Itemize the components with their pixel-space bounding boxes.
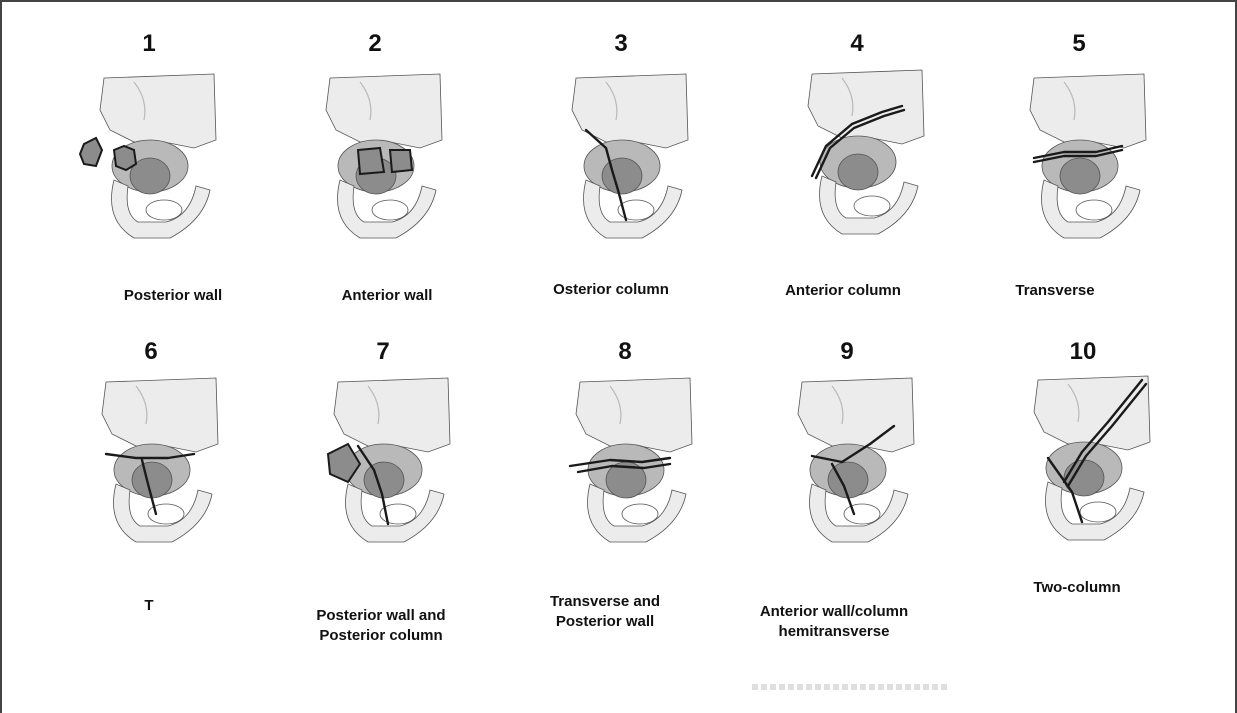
femoral-head bbox=[364, 462, 404, 498]
panel-number: 6 bbox=[76, 338, 226, 366]
label-line: Anterior column bbox=[768, 281, 918, 301]
acetabulum-fracture-illustration bbox=[546, 70, 696, 250]
acetabulum-fracture-illustration bbox=[1008, 372, 1158, 552]
iliac-wing bbox=[334, 378, 450, 452]
label-line: Posterior wall bbox=[530, 612, 680, 632]
femoral-head bbox=[602, 158, 642, 194]
panel-number: 3 bbox=[546, 30, 696, 58]
obturator-foramen bbox=[1080, 502, 1116, 522]
panel-label-6: T bbox=[74, 596, 224, 616]
iliac-wing bbox=[808, 70, 924, 144]
panel-number: 9 bbox=[772, 338, 922, 366]
acetabulum-fracture-illustration bbox=[782, 66, 932, 246]
panel-number: 1 bbox=[74, 30, 224, 58]
panel-number: 4 bbox=[782, 30, 932, 58]
panel-label-9: Anterior wall/column hemitransverse bbox=[744, 602, 924, 642]
panel-label-3: Osterior column bbox=[536, 280, 686, 300]
label-line: T bbox=[74, 596, 224, 616]
fracture-fragment bbox=[80, 138, 102, 166]
label-line: Posterior wall and bbox=[296, 606, 466, 626]
iliac-wing bbox=[576, 378, 692, 452]
panel-label-7: Posterior wall and Posterior column bbox=[296, 606, 466, 646]
panel-label-4: Anterior column bbox=[768, 281, 918, 301]
obturator-foramen bbox=[844, 504, 880, 524]
fracture-fragment bbox=[114, 146, 136, 170]
obturator-foramen bbox=[622, 504, 658, 524]
fracture-fragment bbox=[390, 150, 412, 172]
obturator-foramen bbox=[372, 200, 408, 220]
acetabulum-fracture-illustration bbox=[550, 374, 700, 554]
label-line: Anterior wall bbox=[312, 286, 462, 306]
faint-smudge bbox=[752, 684, 948, 690]
iliac-wing bbox=[100, 74, 216, 148]
panel-label-2: Anterior wall bbox=[312, 286, 462, 306]
panel-number: 8 bbox=[550, 338, 700, 366]
acetabulum-fracture-illustration bbox=[74, 70, 224, 250]
label-line: Two-column bbox=[1002, 578, 1152, 598]
label-line: hemitransverse bbox=[744, 622, 924, 642]
obturator-foramen bbox=[1076, 200, 1112, 220]
femoral-head bbox=[838, 154, 878, 190]
panel-label-8: Transverse and Posterior wall bbox=[530, 592, 680, 632]
panel-number: 10 bbox=[1008, 338, 1158, 366]
acetabulum-fracture-illustration bbox=[772, 374, 922, 554]
frame-top-border bbox=[0, 0, 1237, 2]
acetabulum-fracture-illustration bbox=[308, 374, 458, 554]
acetabulum-fracture-illustration bbox=[1004, 70, 1154, 250]
panel-number: 5 bbox=[1004, 30, 1154, 58]
acetabulum-fracture-illustration bbox=[76, 374, 226, 554]
acetabulum-fracture-illustration bbox=[300, 70, 450, 250]
iliac-wing bbox=[326, 74, 442, 148]
iliac-wing bbox=[102, 378, 218, 452]
label-line: Transverse bbox=[980, 281, 1130, 301]
label-line: Osterior column bbox=[536, 280, 686, 300]
label-line: Transverse and bbox=[530, 592, 680, 612]
panel-label-10: Two-column bbox=[1002, 578, 1152, 598]
label-line: Posterior wall bbox=[98, 286, 248, 306]
panel-label-1: Posterior wall bbox=[98, 286, 248, 306]
femoral-head bbox=[1060, 158, 1100, 194]
panel-number: 7 bbox=[308, 338, 458, 366]
panel-label-5: Transverse bbox=[980, 281, 1130, 301]
label-line: Anterior wall/column bbox=[744, 602, 924, 622]
iliac-wing bbox=[798, 378, 914, 452]
panel-number: 2 bbox=[300, 30, 450, 58]
obturator-foramen bbox=[854, 196, 890, 216]
label-line: Posterior column bbox=[296, 626, 466, 646]
iliac-wing bbox=[572, 74, 688, 148]
iliac-wing bbox=[1030, 74, 1146, 148]
fracture-fragment bbox=[358, 148, 384, 174]
femoral-head bbox=[132, 462, 172, 498]
obturator-foramen bbox=[146, 200, 182, 220]
frame-left-border bbox=[0, 0, 2, 713]
